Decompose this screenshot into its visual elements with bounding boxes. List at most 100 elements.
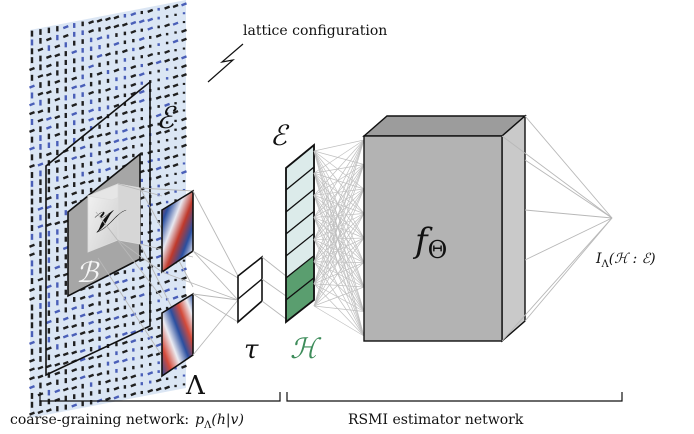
tau-to-h-lines [261,256,287,320]
rsmi-bracket [286,392,623,402]
lattice-spin [164,182,171,187]
coarse-graining-caption: coarse-graining network:pΛ(h|v) [10,412,244,431]
lattice-spin [88,329,95,334]
coarse-graining-subscript: Λ [203,420,212,431]
lattice-spin [105,131,111,136]
lattice-configuration-label: lattice configuration [243,23,387,39]
lattice-spin [54,159,61,164]
dense-connection [313,150,365,239]
lattice-spin [155,387,162,392]
lattice-spin [164,164,171,169]
lattice-spin [155,166,162,171]
lattice-spin [130,135,137,140]
dense-connection [313,139,365,174]
lattice-spin [121,119,128,124]
lattice-spin [37,206,44,211]
lattice-spin [45,319,52,325]
lattice-spin [29,66,35,72]
lattice-spin [88,294,95,299]
dense-connection [313,172,365,214]
lattice-spin [155,289,162,295]
lattice-spin [181,125,187,131]
lattice-spin [88,64,95,69]
lattice-spin [138,36,145,42]
dense-connection [313,150,365,214]
lattice-spin [138,125,145,130]
lattice-spin [71,200,78,205]
environment-input-label: ℰ [270,119,290,152]
lattice-spin [29,146,35,151]
lattice-spin [88,302,95,308]
lattice-spin [45,346,52,351]
lattice-spin [71,85,78,90]
dense-connection [313,195,365,337]
dense-connection [313,164,365,218]
lattice-spin [79,180,86,186]
lattice-spin [138,275,145,280]
lattice-spin [113,15,120,20]
dense-connection [313,139,365,262]
dense-connection [313,139,365,240]
dense-connection [313,172,365,190]
lattice-spin [164,58,171,63]
lattice-spin [88,179,95,184]
lattice-spin [37,118,44,123]
estimator-input-column: ℰ ℋ [270,119,322,365]
lattice-spin [71,102,78,108]
lattice-spin [113,147,120,153]
lattice-spin [62,175,69,180]
lattice-spin [138,72,145,77]
dense-connection [313,261,365,312]
lattice-spin [71,350,78,355]
dense-connection [313,173,365,337]
lattice-spin [62,325,69,330]
lattice-spin [155,307,162,312]
dense-connection [313,213,365,240]
lattice-spin [164,279,171,284]
lattice-spin [138,310,145,316]
visible-block: 𝒱 ℬ [76,183,142,289]
dense-connection [313,237,365,263]
dense-connection [313,188,365,218]
lattice-spin [29,128,35,133]
lattice-spin [130,392,137,397]
lattice-spin [79,313,86,318]
lattice-spin [79,295,86,300]
lattice-spin [138,98,145,103]
lattice-spin [96,159,103,165]
lattice-spin [37,162,44,167]
dense-connection [313,139,365,196]
lattice-spin [54,388,61,394]
lattice-spin [164,155,171,160]
lattice-spin [164,385,171,390]
lattice-spin [130,383,137,388]
environment-label: ℰ [156,101,177,136]
f-theta-box-side [501,114,526,343]
lattice-spin [105,16,111,22]
lattice-spin [71,76,78,81]
lattice-spin [121,287,128,292]
dense-connection [313,262,365,285]
lattice-spin [54,44,61,49]
visible-block-side [117,183,141,245]
lattice-spin [130,100,137,105]
lattice-configuration-callout: lattice configuration [207,23,387,83]
lattice-spin [29,243,35,248]
dense-connection [313,194,365,214]
lattice-spin [164,102,171,107]
lattice-spin [29,252,35,257]
lattice-spin [113,289,120,294]
lattice-spin [172,162,179,168]
lattice-spin [54,335,61,341]
lattice-spin [172,21,179,26]
lattice-spin [45,204,52,210]
lattice-spin [121,358,128,363]
dense-connection [313,188,365,285]
coarse-graining-args: (h|v) [211,412,244,428]
lattice-spin [147,371,154,376]
dense-connection [313,213,365,218]
lattice-spin [130,109,137,114]
rsmi-caption: RSMI estimator network [348,412,524,428]
lattice-spin [113,68,120,73]
lattice-spin [45,63,52,68]
